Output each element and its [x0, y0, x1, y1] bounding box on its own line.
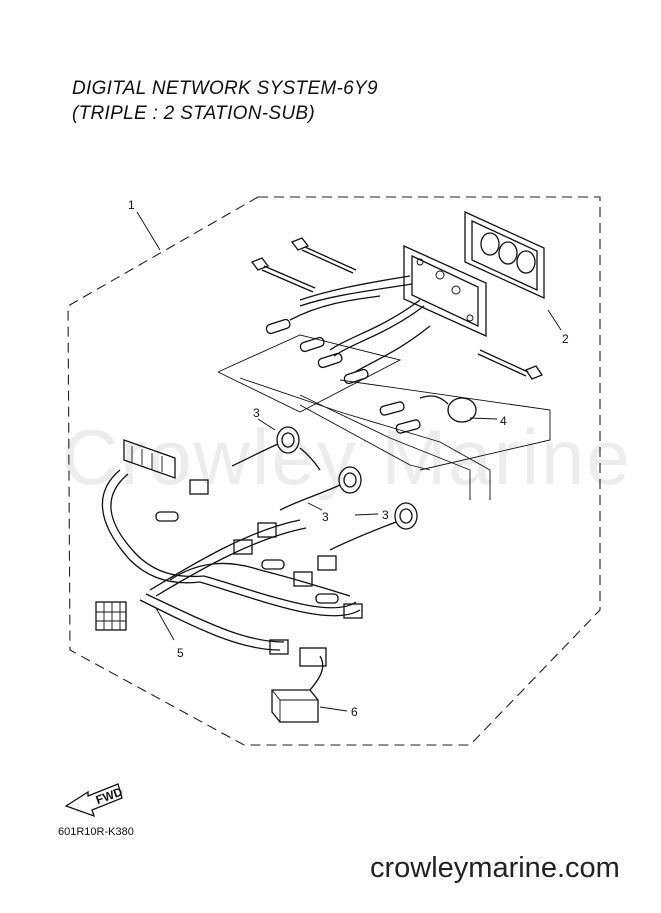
diagram-subtitle: (TRIPLE : 2 STATION-SUB) [72, 103, 315, 124]
switch-panel [464, 210, 545, 300]
watermark: Crowley Marine [62, 413, 632, 501]
cable-tie-2 [290, 237, 357, 274]
upper-harness [265, 275, 431, 385]
network-segment-lines [217, 334, 551, 500]
site-url[interactable]: crowleymarine.com [370, 852, 620, 884]
mounting-bracket [403, 244, 487, 338]
callout-6: 6 [351, 705, 358, 719]
callout-4: 4 [500, 414, 507, 428]
kit-boundary [67, 196, 601, 746]
callout-2: 2 [562, 332, 569, 346]
callout-3c: 3 [382, 508, 389, 522]
cable-tie-1 [250, 257, 316, 293]
hub-connector [123, 439, 176, 479]
network-connector-c [329, 502, 418, 551]
callout-5: 5 [177, 646, 184, 660]
junction-box [271, 647, 327, 723]
part-code: 601R10R-K380 [58, 826, 134, 838]
callout-labels: 1 2 3 3 3 4 5 6 [128, 198, 569, 719]
main-harness [101, 469, 361, 651]
harness-connectors [155, 479, 363, 655]
fwd-arrow-icon: FWD [64, 783, 125, 818]
cable-tie-3 [477, 349, 543, 380]
terminator [379, 395, 477, 434]
callout-1: 1 [128, 198, 135, 212]
callout-3b: 3 [322, 510, 329, 524]
network-connector-a [231, 426, 321, 471]
diagram-title: DIGITAL NETWORK SYSTEM-6Y9 [72, 78, 378, 99]
callout-3a: 3 [253, 406, 260, 420]
network-connector-b [279, 466, 362, 511]
leader-lines [136, 211, 562, 712]
multi-pin-connector [95, 601, 127, 631]
